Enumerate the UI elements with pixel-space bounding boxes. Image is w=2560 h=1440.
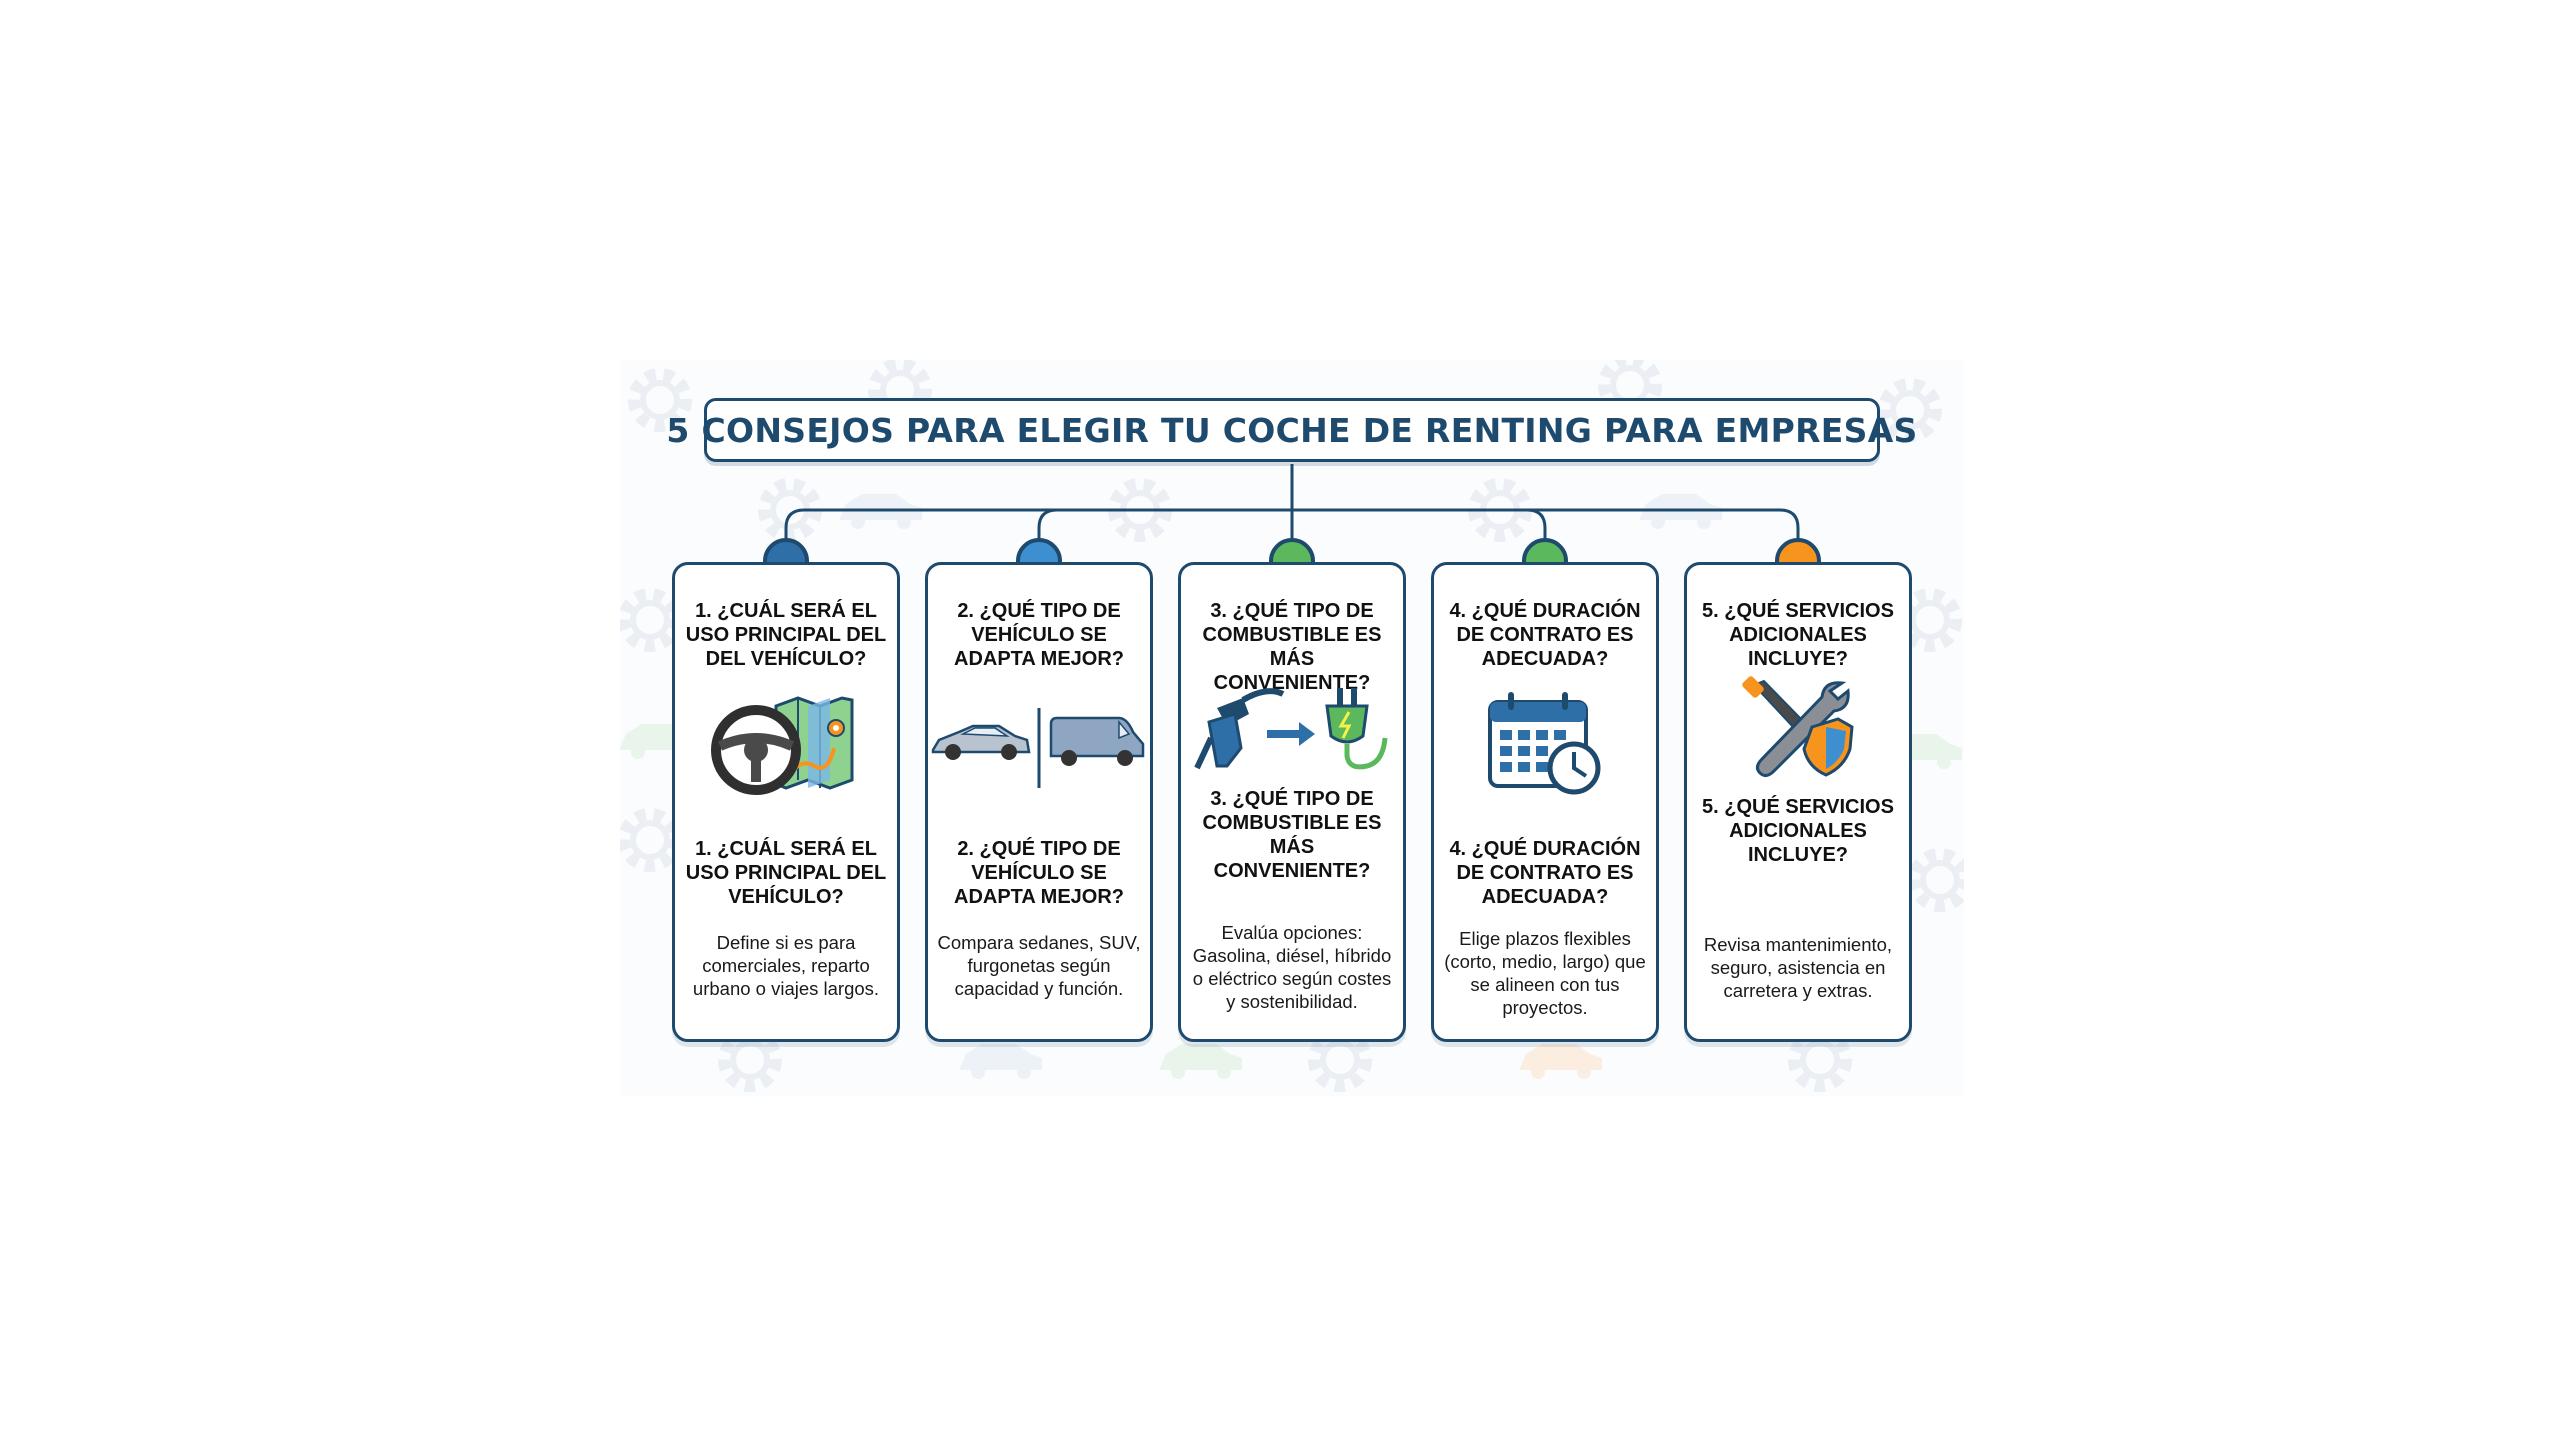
tip-card-3: 3. ¿QUÉ TIPO DE COMBUSTIBLE ES MÁS CONVE… bbox=[1178, 562, 1406, 1042]
tip-question-top: 3. ¿QUÉ TIPO DE COMBUSTIBLE ES MÁS CONVE… bbox=[1202, 600, 1382, 694]
tip-question-bottom: 2. ¿QUÉ TIPO DE VEHÍCULO SE ADAPTA MEJOR… bbox=[954, 838, 1124, 908]
tip-description: Evalúa opciones: Gasolina, diésel, híbri… bbox=[1192, 922, 1392, 1012]
tip-question-bottom: 4. ¿QUÉ DURACIÓN DE CONTRATO ES ADECUADA… bbox=[1449, 838, 1641, 908]
tip-question-top: 5. ¿QUÉ SERVICIOS ADICIONALES INCLUYE? bbox=[1702, 600, 1894, 670]
tip-question-bottom: 1. ¿CUÁL SERÁ EL USO PRINCIPAL DEL VEHÍC… bbox=[685, 838, 887, 908]
fuel-to-plug-icon bbox=[1194, 688, 1388, 770]
tip-description: Revisa mantenimiento, seguro, asistencia… bbox=[1703, 934, 1893, 1001]
tip-question-top: 1. ¿CUÁL SERÁ EL USO PRINCIPAL DEL DEL V… bbox=[685, 600, 887, 670]
tip-card-5: 5. ¿QUÉ SERVICIOS ADICIONALES INCLUYE? 5… bbox=[1684, 562, 1912, 1042]
title-box: 5 CONSEJOS PARA ELEGIR TU COCHE DE RENTI… bbox=[666, 398, 1917, 462]
tools-shield-icon bbox=[1742, 676, 1854, 778]
infographic-panel: 5 CONSEJOS PARA ELEGIR TU COCHE DE RENTI… bbox=[620, 360, 1964, 1096]
tip-question-bottom: 5. ¿QUÉ SERVICIOS ADICIONALES INCLUYE? bbox=[1702, 796, 1894, 866]
tip-card-2: 2. ¿QUÉ TIPO DE VEHÍCULO SE ADAPTA MEJOR… bbox=[925, 562, 1153, 1042]
page-title: 5 CONSEJOS PARA ELEGIR TU COCHE DE RENTI… bbox=[666, 410, 1918, 450]
tip-question-top: 4. ¿QUÉ DURACIÓN DE CONTRATO ES ADECUADA… bbox=[1449, 600, 1641, 670]
tip-description: Define si es para comerciales, reparto u… bbox=[692, 932, 880, 999]
tip-description: Elige plazos flexibles (corto, medio, la… bbox=[1444, 928, 1646, 1018]
tip-card-4: 4. ¿QUÉ DURACIÓN DE CONTRATO ES ADECUADA… bbox=[1431, 562, 1659, 1042]
tip-description: Compara sedanes, SUV, furgonetas según c… bbox=[937, 932, 1141, 999]
tip-card-1: 1. ¿CUÁL SERÁ EL USO PRINCIPAL DEL DEL V… bbox=[672, 562, 900, 1042]
tip-question-bottom: 3. ¿QUÉ TIPO DE COMBUSTIBLE ES MÁS CONVE… bbox=[1202, 788, 1382, 882]
steering-wheel-map-icon bbox=[711, 696, 854, 795]
tip-question-top: 2. ¿QUÉ TIPO DE VEHÍCULO SE ADAPTA MEJOR… bbox=[954, 600, 1124, 670]
car-and-van-icon bbox=[931, 708, 1145, 788]
calendar-clock-icon bbox=[1488, 692, 1601, 795]
